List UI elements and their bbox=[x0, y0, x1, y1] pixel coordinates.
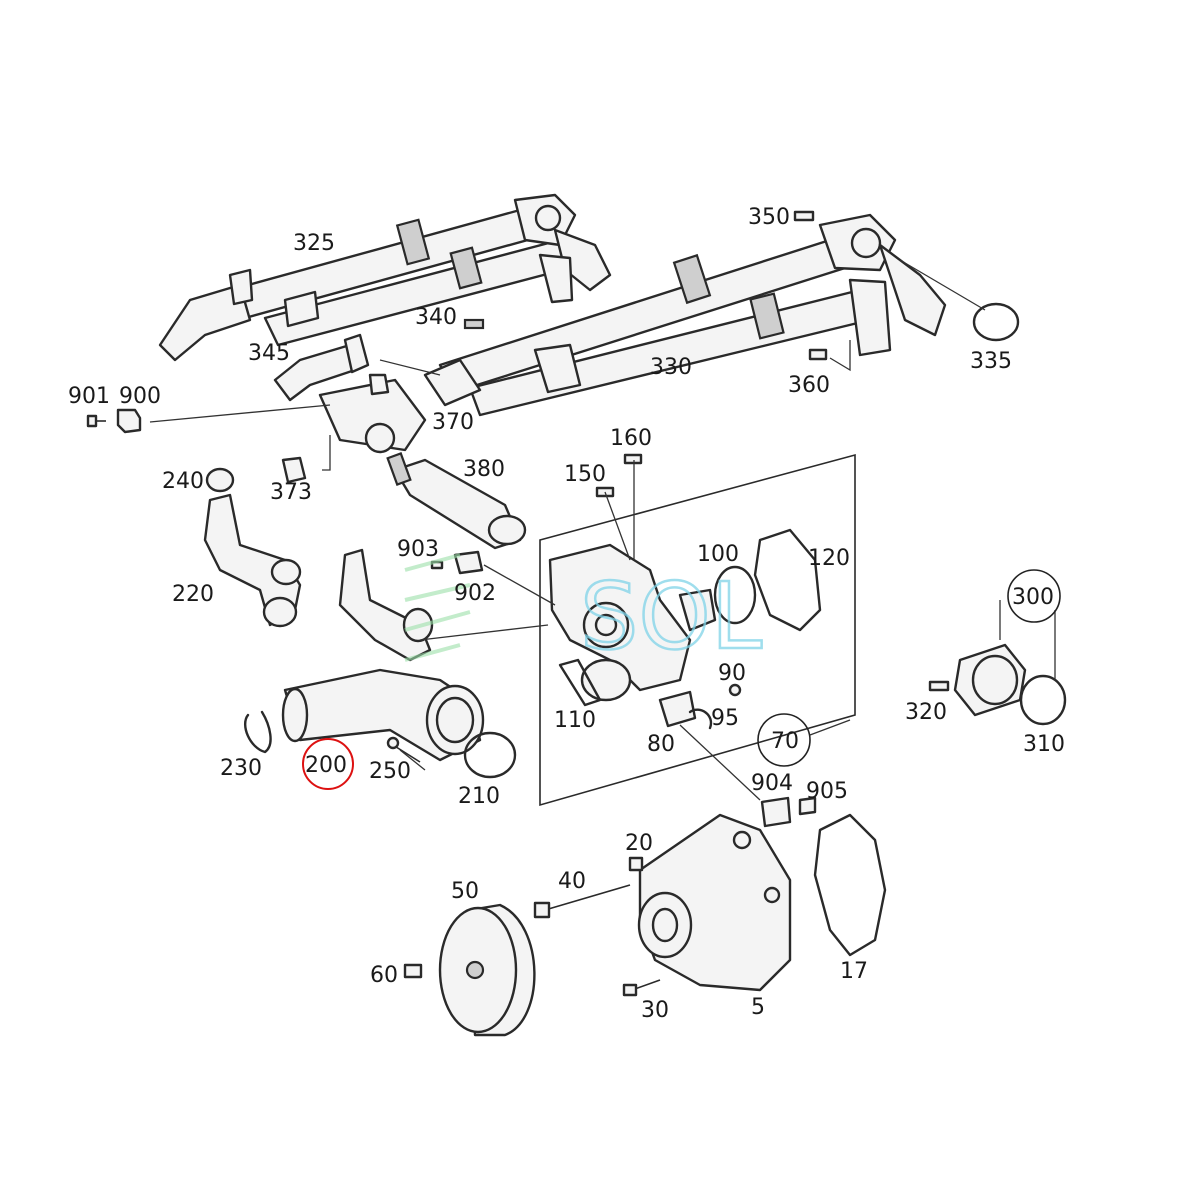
label-200: 200 bbox=[305, 753, 347, 778]
label-370: 370 bbox=[432, 410, 474, 435]
bolt-40 bbox=[533, 884, 631, 919]
label-210: 210 bbox=[458, 784, 500, 809]
label-345: 345 bbox=[248, 341, 290, 366]
bolt-250 bbox=[386, 736, 421, 763]
label-902: 902 bbox=[454, 581, 496, 606]
label-350: 350 bbox=[748, 205, 790, 230]
hose-380 bbox=[386, 452, 527, 550]
clip-95 bbox=[688, 708, 713, 730]
label-40: 40 bbox=[558, 869, 586, 894]
label-95: 95 bbox=[711, 706, 739, 731]
label-240: 240 bbox=[162, 469, 204, 494]
coolant-pipe-325 bbox=[158, 193, 612, 362]
label-17: 17 bbox=[840, 959, 868, 984]
label-100: 100 bbox=[697, 542, 739, 567]
label-335: 335 bbox=[970, 349, 1012, 374]
label-905: 905 bbox=[806, 779, 848, 804]
label-320: 320 bbox=[905, 700, 947, 725]
label-325: 325 bbox=[293, 231, 335, 256]
bolt-30 bbox=[622, 979, 661, 997]
label-80: 80 bbox=[647, 732, 675, 757]
bolt-340 bbox=[463, 318, 485, 330]
seal-335 bbox=[972, 302, 1020, 342]
highlight-circle-200 bbox=[302, 738, 354, 790]
sensor-905 bbox=[798, 796, 817, 816]
bolt-320 bbox=[928, 680, 950, 692]
label-903: 903 bbox=[397, 537, 439, 562]
water-pump-5 bbox=[637, 813, 792, 992]
hose-220 bbox=[203, 493, 302, 628]
label-50: 50 bbox=[451, 879, 479, 904]
sensor-80 bbox=[658, 690, 697, 728]
label-310: 310 bbox=[1023, 732, 1065, 757]
label-904: 904 bbox=[751, 771, 793, 796]
label-90: 90 bbox=[718, 661, 746, 686]
clamp-240 bbox=[205, 467, 235, 493]
thermostat-housing-370 bbox=[318, 373, 427, 454]
connector-902 bbox=[453, 550, 484, 575]
label-110: 110 bbox=[554, 708, 596, 733]
part-labels: 325 350 340 345 335 330 360 901 900 370 … bbox=[68, 205, 1065, 1023]
watermark: SOL bbox=[404, 553, 763, 671]
housing-70 bbox=[548, 543, 717, 702]
label-60: 60 bbox=[370, 963, 398, 988]
label-250: 250 bbox=[369, 759, 411, 784]
label-300: 300 bbox=[1012, 585, 1054, 610]
sensor-901 bbox=[86, 414, 106, 428]
seal-310 bbox=[1019, 674, 1067, 726]
label-160: 160 bbox=[610, 426, 652, 451]
label-380: 380 bbox=[463, 457, 505, 482]
gasket-100 bbox=[713, 565, 757, 625]
hose-345 bbox=[273, 333, 370, 402]
bolt-60 bbox=[403, 963, 423, 979]
label-30: 30 bbox=[641, 998, 669, 1023]
gasket-17 bbox=[813, 813, 887, 957]
label-220: 220 bbox=[172, 582, 214, 607]
callout-circle-300 bbox=[1007, 569, 1061, 623]
coolant-pipe-330 bbox=[423, 213, 947, 417]
label-150: 150 bbox=[564, 462, 606, 487]
label-20: 20 bbox=[625, 831, 653, 856]
svg-text:SOL: SOL bbox=[580, 563, 762, 670]
connector-904 bbox=[760, 796, 792, 828]
label-230: 230 bbox=[220, 756, 262, 781]
gasket-120 bbox=[753, 528, 822, 632]
label-330: 330 bbox=[650, 355, 692, 380]
gasket-230 bbox=[243, 710, 272, 754]
bolt-373 bbox=[281, 456, 307, 484]
label-900: 900 bbox=[119, 384, 161, 409]
water-pump-housing-box bbox=[539, 453, 856, 807]
label-373: 373 bbox=[270, 480, 312, 505]
connector-900 bbox=[116, 408, 142, 434]
label-70: 70 bbox=[771, 729, 799, 754]
pulley-50 bbox=[438, 903, 536, 1037]
o-ring-210 bbox=[463, 731, 517, 779]
plug-20 bbox=[628, 856, 644, 872]
plug-90 bbox=[728, 683, 742, 697]
label-901: 901 bbox=[68, 384, 110, 409]
label-360: 360 bbox=[788, 373, 830, 398]
hose-200 bbox=[281, 548, 485, 762]
leader-lines bbox=[149, 259, 1056, 801]
label-5: 5 bbox=[751, 995, 765, 1020]
bolt-360 bbox=[808, 348, 828, 361]
label-120: 120 bbox=[808, 546, 850, 571]
bolt-350 bbox=[793, 210, 815, 222]
thermostat-cover-300 bbox=[953, 643, 1027, 717]
callout-circle-70 bbox=[757, 713, 811, 767]
bolt-160 bbox=[623, 453, 643, 465]
label-340: 340 bbox=[415, 305, 457, 330]
gasket-110 bbox=[558, 658, 602, 707]
